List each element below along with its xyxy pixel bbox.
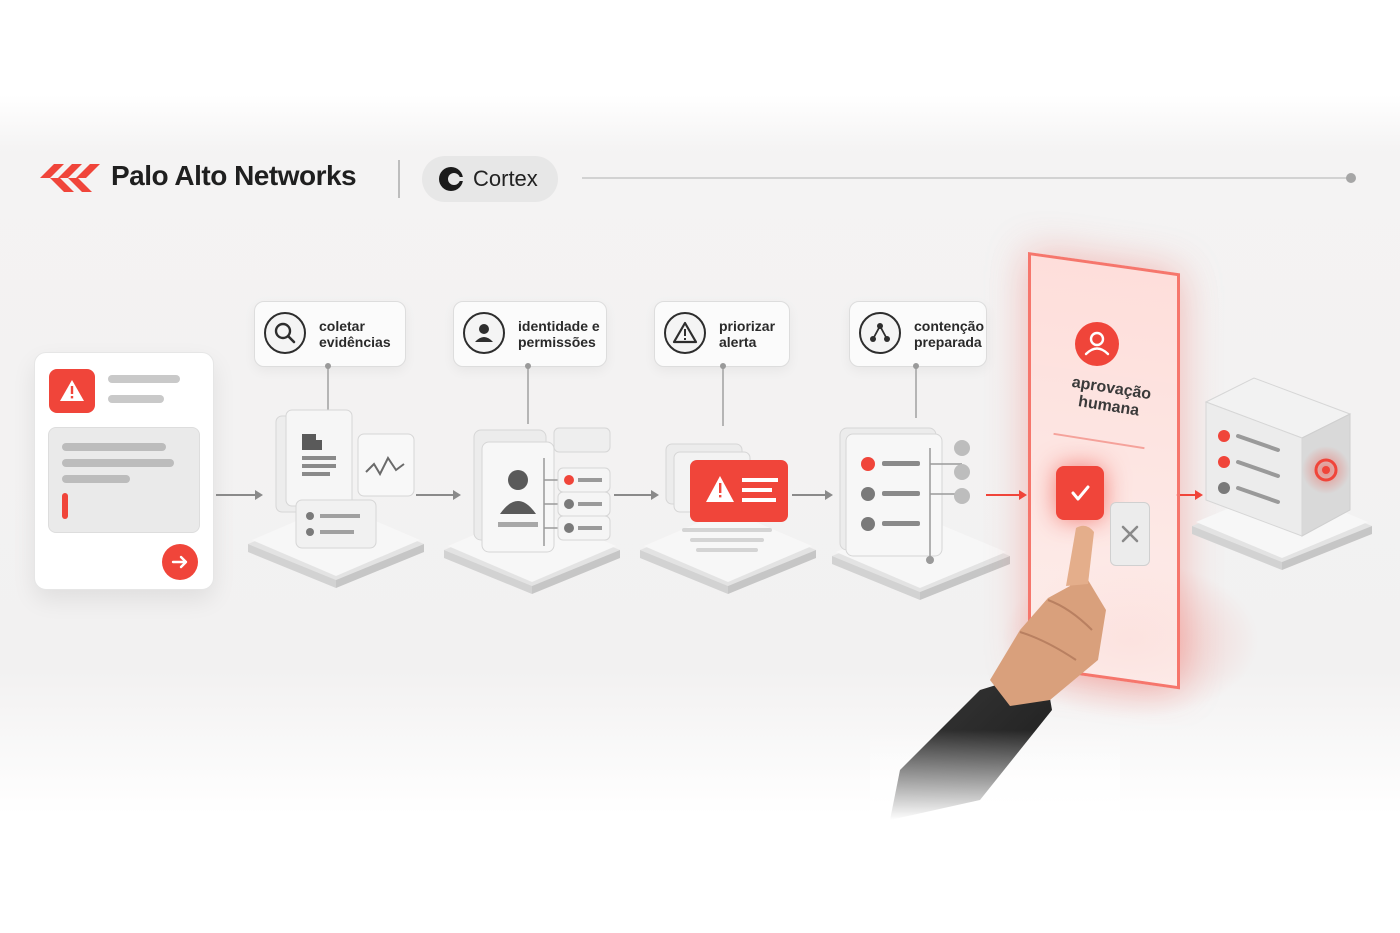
step-connector [722,366,724,426]
user-icon [463,312,505,354]
flow-arrow [614,494,652,496]
step-label-identity-permissions: identidade e permissões [453,301,607,367]
arrow-right-icon [171,555,188,569]
alert-detail-line [62,443,166,451]
flow-arrow-head [1195,490,1203,500]
flow-arrow-head [651,490,659,500]
step-connector [915,366,917,418]
palo-alto-logo-icon [40,164,100,192]
cortex-badge: Cortex [422,156,558,202]
step-connector [327,366,329,410]
flow-arrow [216,494,256,496]
hand-pressing-approve [870,520,1120,820]
brand-name: Palo Alto Networks [111,160,357,191]
step-connector-dot [913,363,919,369]
cortex-logo-icon [439,167,465,191]
evidence-platform [248,409,424,588]
prioritize-platform [640,443,816,594]
step-connector-dot [525,363,531,369]
check-icon [1071,485,1090,501]
step-label-text: priorizar alerta [719,318,776,350]
flow-arrow-head [825,490,833,500]
alert-title-line [108,375,180,383]
step-connector-dot [720,363,726,369]
network-icon [859,312,901,354]
search-icon [264,312,306,354]
step-label-text: coletar evidências [319,318,391,350]
step-label-collect-evidence: coletar evidências [254,301,406,367]
warning-icon [60,380,84,401]
step-connector [527,366,529,424]
flow-arrow [416,494,454,496]
approve-button[interactable] [1056,466,1104,520]
step-label-prioritize-alert: priorizar alerta [654,301,790,367]
step-label-containment-prepared: contenção preparada [849,301,987,367]
warning-icon [664,312,706,354]
header-rule [582,177,1350,179]
flow-arrow [986,494,1020,496]
alert-warning-badge [49,369,95,413]
flow-arrow [1176,494,1196,496]
product-name: Cortex [473,166,538,191]
header-rule-endpoint [1346,173,1356,183]
user-icon [1084,331,1110,356]
flow-arrow-head [1019,490,1027,500]
flow-arrow [792,494,826,496]
alert-detail-line [62,459,174,467]
step-label-text: identidade e permissões [518,318,600,350]
alert-severity-bar [62,493,68,519]
step-connector-dot [325,363,331,369]
identity-platform [444,427,620,594]
flow-arrow-head [255,490,263,500]
server-platform [1192,377,1372,570]
alert-detail-line [62,475,130,483]
x-icon [1121,525,1139,543]
approver-avatar [1075,322,1119,366]
flow-arrow-head [453,490,461,500]
header-divider [398,160,400,198]
alert-proceed-button[interactable] [162,544,198,580]
alert-subtitle-line [108,395,164,403]
step-label-text: contenção preparada [914,318,985,350]
